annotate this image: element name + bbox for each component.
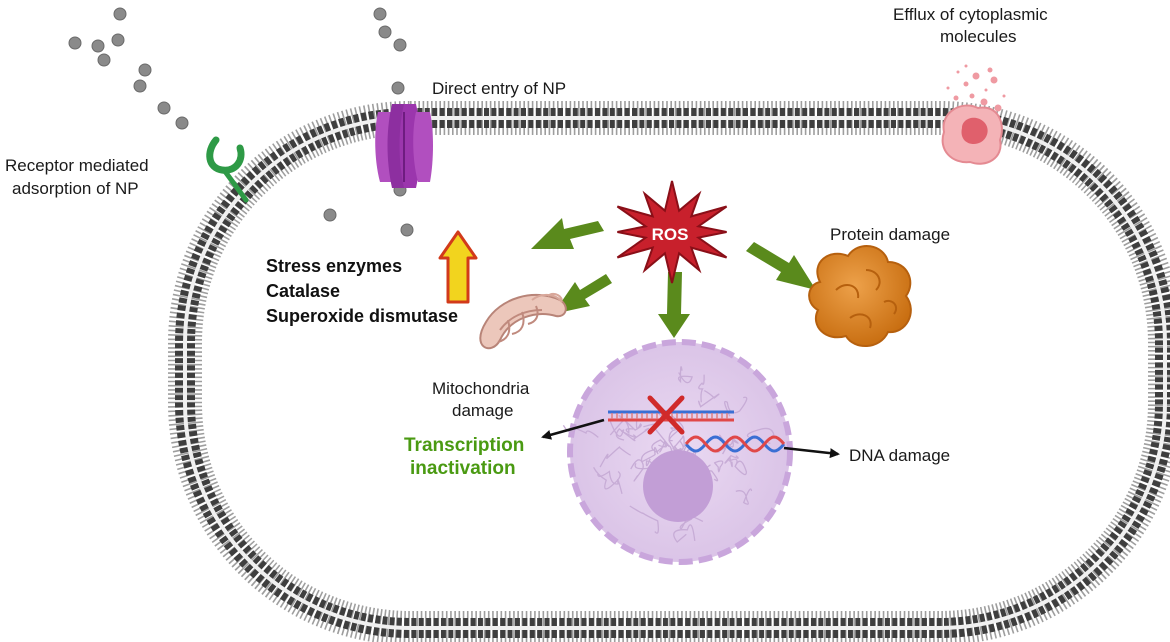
ros-effect-arrows bbox=[531, 218, 816, 338]
nanoparticle bbox=[393, 38, 407, 52]
label-efflux-line2: molecules bbox=[940, 27, 1017, 46]
label-direct-entry: Direct entry of NP bbox=[432, 79, 566, 98]
nucleolus bbox=[643, 450, 713, 522]
nanoparticle bbox=[138, 63, 152, 77]
nanoparticle bbox=[378, 25, 392, 39]
nanoparticle bbox=[91, 39, 105, 53]
label-transcription-line2: inactivation bbox=[410, 458, 516, 479]
nanoparticle bbox=[175, 116, 189, 130]
nanoparticle bbox=[68, 36, 82, 50]
arrow-to-nucleus bbox=[658, 272, 690, 338]
efflux-vesicle-icon bbox=[941, 64, 1006, 165]
arrow-to-stress-enzymes bbox=[531, 218, 604, 249]
label-mitochondria-line1: Mitochondria bbox=[432, 379, 530, 398]
label-ros: ROS bbox=[652, 225, 689, 244]
nucleus-icon bbox=[562, 339, 793, 565]
efflux-particle bbox=[994, 104, 1002, 112]
arrow-to-dna-damage bbox=[783, 446, 840, 459]
transcription-dna-icon bbox=[608, 395, 734, 435]
efflux-particle bbox=[946, 86, 950, 90]
nanoparticle bbox=[113, 7, 127, 21]
nanoparticle bbox=[373, 7, 387, 21]
label-superoxide-dismutase: Superoxide dismutase bbox=[266, 306, 458, 326]
efflux-particle bbox=[987, 67, 993, 73]
efflux-particle bbox=[972, 72, 980, 80]
cell-membrane bbox=[168, 101, 1170, 642]
up-arrow-icon bbox=[438, 230, 478, 304]
nanoparticle bbox=[400, 223, 414, 237]
efflux-particle bbox=[1002, 94, 1006, 98]
arrow-to-protein bbox=[746, 242, 816, 290]
label-receptor-line2: adsorption of NP bbox=[12, 179, 139, 198]
nanoparticles bbox=[68, 7, 414, 237]
arrow-to-transcription bbox=[541, 418, 605, 440]
efflux-particle bbox=[963, 81, 969, 87]
efflux-particle bbox=[964, 64, 968, 68]
arrow-to-mitochondria bbox=[553, 274, 612, 314]
nanoparticle bbox=[97, 53, 111, 67]
nanoparticle bbox=[111, 33, 125, 47]
label-receptor-line1: Receptor mediated bbox=[5, 156, 149, 175]
label-mitochondria-line2: damage bbox=[452, 401, 513, 420]
efflux-particle bbox=[956, 70, 960, 74]
nanoparticle bbox=[157, 101, 171, 115]
receptor-icon bbox=[206, 136, 249, 203]
nanoparticle bbox=[323, 208, 337, 222]
label-transcription-line1: Transcription bbox=[404, 435, 524, 456]
label-efflux-line1: Efflux of cytoplasmic bbox=[893, 5, 1048, 24]
membrane-channel-icon bbox=[375, 104, 433, 188]
protein-aggregate-icon bbox=[808, 245, 912, 347]
label-catalase: Catalase bbox=[266, 281, 340, 301]
efflux-particle bbox=[980, 98, 988, 106]
label-protein-damage: Protein damage bbox=[830, 225, 950, 244]
efflux-particle bbox=[953, 95, 959, 101]
efflux-particle bbox=[990, 76, 998, 84]
label-dna-damage: DNA damage bbox=[849, 446, 950, 465]
dna-helix-icon bbox=[684, 435, 786, 453]
nanoparticle bbox=[133, 79, 147, 93]
nanoparticle bbox=[391, 81, 405, 95]
label-stress-enzymes: Stress enzymes bbox=[266, 256, 402, 276]
mitochondrion-icon bbox=[479, 292, 567, 350]
efflux-particle bbox=[984, 88, 988, 92]
ros-burst-icon bbox=[616, 180, 728, 284]
efflux-particle bbox=[969, 93, 975, 99]
